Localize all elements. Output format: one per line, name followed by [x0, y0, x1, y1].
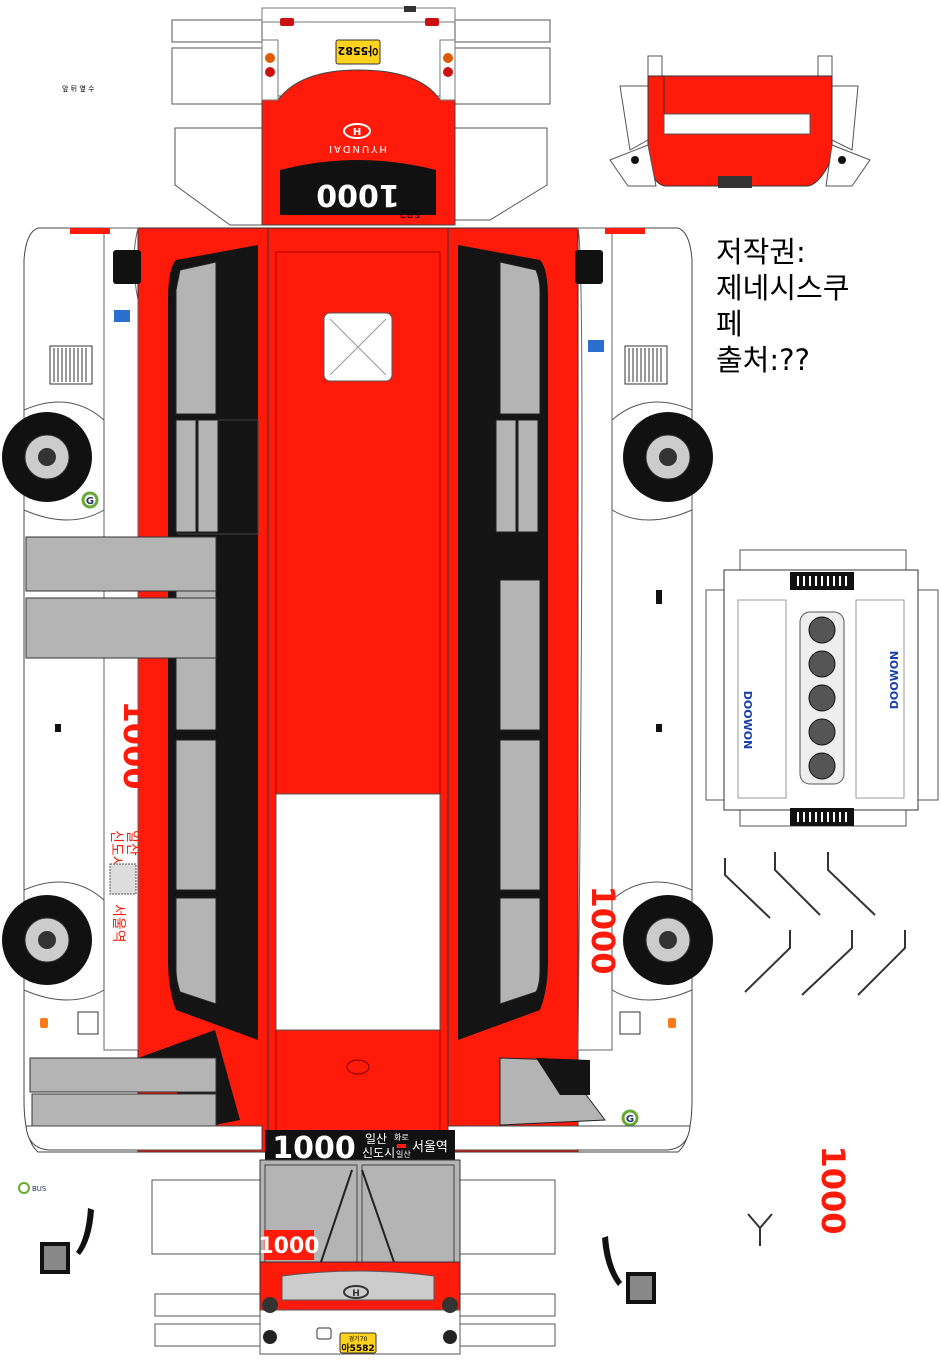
- left-side-origin-1: 일산: [124, 830, 140, 856]
- rear-bus-id: 582: [400, 207, 421, 220]
- spare-route-number: 1000: [814, 1145, 852, 1234]
- left-mirror-part: [40, 1208, 94, 1274]
- operator-logo-right-letter: G: [626, 1114, 634, 1125]
- rear-route-number: 1000: [316, 177, 400, 212]
- roof-hatch: [323, 312, 393, 382]
- front-window-route-number: 1000: [258, 1234, 319, 1259]
- small-caption: 앞 뒤 옆 수: [62, 84, 95, 93]
- operator-logo-right: G: [621, 1109, 639, 1127]
- front-roof-cap: [609, 55, 871, 188]
- left-side-route-number: 1000: [116, 700, 154, 789]
- front-sign-origin-2: 신도시: [362, 1146, 395, 1160]
- right-side-route-number: 1000: [584, 885, 622, 974]
- operator-logo-left-letter: G: [86, 496, 94, 507]
- right-rear-wheel: [623, 412, 713, 502]
- credits-copyright: 저작권:: [716, 235, 806, 269]
- front-sign-via-bottom: 일산: [396, 1149, 411, 1159]
- ac-brand-left: DOOWON: [741, 691, 754, 750]
- rear-maker-label: HYUNDAI: [327, 143, 387, 154]
- operator-logo-left: G: [81, 491, 99, 509]
- mirror-arms: [724, 852, 906, 996]
- front-sign-origin-1: 일산: [365, 1132, 387, 1146]
- right-side-panel: 1000 G: [447, 227, 693, 1153]
- credits-source: 출처:??: [716, 343, 810, 377]
- credits-block: 저작권: 제네시스쿠 페 출처:??: [716, 234, 916, 378]
- left-rear-wheel: [2, 412, 92, 502]
- svg-text:H: H: [352, 1289, 360, 1299]
- front-panel: 1000 일산 신도시 화로 일산 서울역 1000 H 경기70 아5582: [151, 1130, 556, 1355]
- credits-author-1: 제네시스쿠: [716, 271, 850, 305]
- credits-author-2: 페: [716, 307, 743, 341]
- left-side-origin-2: 신도시: [108, 830, 124, 869]
- left-side-destination: 서울역: [110, 904, 126, 943]
- front-sign-via-top: 화로: [394, 1133, 409, 1142]
- left-side-panel: G 1000 일산 신도시 서울역: [23, 227, 269, 1153]
- wiper-y-part: [747, 1213, 773, 1246]
- right-front-wheel: [623, 895, 713, 985]
- front-plate-region: 경기70: [349, 1335, 368, 1343]
- operator-logo-sticker: BUS: [18, 1182, 47, 1194]
- front-sign-destination: 서울역: [412, 1140, 448, 1155]
- operator-logo-sticker-text: BUS: [32, 1185, 47, 1193]
- rear-panel: 아5582 H HYUNDAI 1000 582: [171, 6, 551, 226]
- roof-ac-unit: DOOWON DOOWON: [705, 549, 939, 827]
- left-front-wheel: [2, 895, 92, 985]
- right-mirror-part: [602, 1236, 656, 1304]
- hyundai-logo-icon: H: [343, 123, 371, 139]
- svg-text:H: H: [353, 127, 361, 138]
- rear-plate-number: 아5582: [338, 44, 379, 58]
- ac-brand-right: DOOWON: [888, 651, 901, 710]
- hyundai-front-logo-icon: H: [343, 1285, 369, 1299]
- front-plate-number: 아5582: [341, 1342, 374, 1354]
- roof-panel: [267, 227, 449, 1165]
